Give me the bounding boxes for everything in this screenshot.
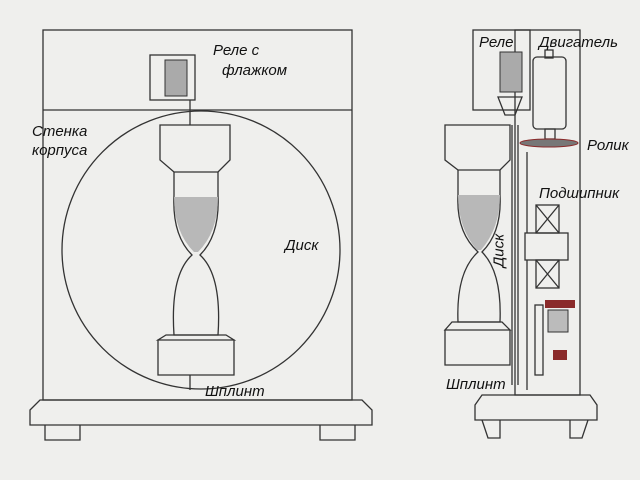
relay-label: Реле — [479, 34, 514, 51]
housing-wall-label-2: корпуса — [32, 142, 88, 159]
housing-wall-label-1: Стенка — [32, 123, 88, 140]
housing — [514, 29, 581, 396]
hourglass-side — [443, 124, 512, 366]
motor-label: Двигатель — [539, 34, 618, 51]
shaft — [511, 125, 519, 385]
disk — [61, 110, 341, 390]
side-disk-label: Диск — [490, 233, 508, 268]
side-view — [443, 29, 598, 439]
relay-with-flag — [149, 54, 196, 125]
base — [29, 399, 373, 441]
relay-box — [472, 29, 531, 111]
roller — [519, 138, 579, 148]
disk-label: Диск — [285, 237, 319, 254]
roller-label: Ролик — [587, 137, 629, 154]
front-view — [29, 29, 373, 441]
motor — [532, 49, 567, 140]
relay-with-flag-label-2: флажком — [222, 62, 288, 79]
side-base — [474, 394, 598, 439]
pin-label: Шплинт — [205, 383, 265, 400]
side-pin-label: Шплинт — [446, 376, 506, 393]
bearing-label: Подшипник — [539, 185, 620, 202]
relay-with-flag-label-1: Реле с — [213, 42, 260, 59]
bearings — [524, 152, 569, 390]
hourglass — [155, 124, 237, 376]
